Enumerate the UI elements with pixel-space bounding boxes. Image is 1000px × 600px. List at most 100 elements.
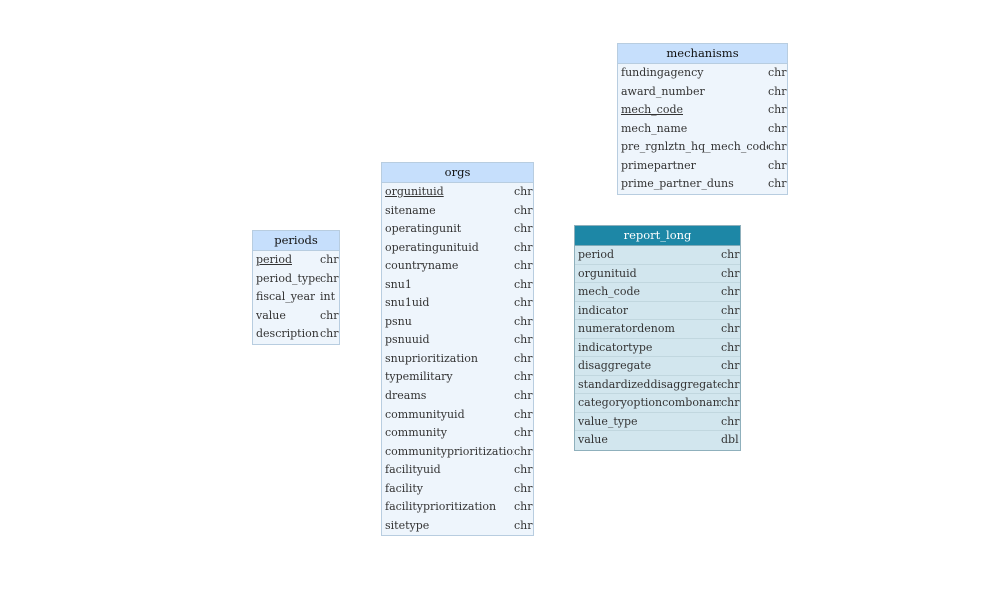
column-name: numeratordenom <box>578 322 675 336</box>
column-name: award_number <box>621 84 705 98</box>
column-type: chr <box>768 177 787 191</box>
column-row[interactable]: dreams chr <box>382 387 533 406</box>
column-type: chr <box>721 359 740 373</box>
column-name: pre_rgnlztn_hq_mech_code <box>621 140 768 154</box>
column-type: chr <box>721 414 740 428</box>
column-type: chr <box>768 140 787 154</box>
column-row[interactable]: period chr <box>253 251 339 270</box>
column-name: value <box>578 433 608 447</box>
column-type: chr <box>514 389 533 403</box>
column-type: int <box>320 290 336 304</box>
column-type: chr <box>721 322 740 336</box>
table-title-report-long[interactable]: report_long <box>575 226 740 246</box>
column-type: chr <box>514 351 533 365</box>
column-type: chr <box>721 285 740 299</box>
table-title-mechanisms[interactable]: mechanisms <box>618 44 787 64</box>
column-type: chr <box>320 271 339 285</box>
column-row[interactable]: value dbl <box>575 431 740 450</box>
column-row[interactable]: orgunituid chr <box>575 265 740 284</box>
table-title-orgs[interactable]: orgs <box>382 163 533 183</box>
column-name: period_type <box>256 271 320 285</box>
column-type: chr <box>768 66 787 79</box>
column-row[interactable]: snu1 chr <box>382 276 533 295</box>
column-name: communityuid <box>385 407 465 421</box>
column-row[interactable]: facility chr <box>382 480 533 499</box>
column-type: chr <box>320 253 339 266</box>
column-name: fiscal_year <box>256 290 316 304</box>
column-name: facility <box>385 481 423 495</box>
column-type: chr <box>721 248 740 261</box>
column-row[interactable]: value_type chr <box>575 413 740 432</box>
column-name: primepartner <box>621 158 696 172</box>
column-type: chr <box>320 308 339 322</box>
column-type: chr <box>768 84 787 98</box>
column-name: standardizeddisaggregate <box>578 377 721 391</box>
column-row[interactable]: prime_partner_duns chr <box>618 175 787 194</box>
column-name: indicatortype <box>578 340 653 354</box>
column-type: chr <box>514 296 533 310</box>
column-name: period <box>578 248 614 261</box>
column-name: prime_partner_duns <box>621 177 734 191</box>
column-type: chr <box>721 303 740 317</box>
column-row[interactable]: numeratordenom chr <box>575 320 740 339</box>
column-row[interactable]: fiscal_year int <box>253 288 339 307</box>
column-row[interactable]: mech_code chr <box>575 283 740 302</box>
column-name: facilityprioritization <box>385 500 497 514</box>
column-type: chr <box>514 481 533 495</box>
column-type: dbl <box>721 433 739 447</box>
column-row[interactable]: value chr <box>253 307 339 326</box>
column-name: psnuuid <box>385 333 430 347</box>
column-type: chr <box>768 103 787 117</box>
column-name: description <box>256 327 319 341</box>
column-name: value_type <box>578 414 638 428</box>
column-type: chr <box>514 277 533 291</box>
column-name: mech_code <box>578 285 641 299</box>
column-name: value <box>256 308 286 322</box>
table-title-periods[interactable]: periods <box>253 231 339 251</box>
column-name: orgunituid <box>578 266 637 280</box>
column-name: snu1 <box>385 277 412 291</box>
column-name: operatingunit <box>385 222 462 236</box>
column-type: chr <box>721 266 740 280</box>
key-column-name: period <box>256 253 292 266</box>
column-row[interactable]: period chr <box>575 246 740 265</box>
column-type: chr <box>514 203 533 217</box>
column-name: psnu <box>385 314 412 328</box>
column-name: dreams <box>385 389 427 403</box>
column-row[interactable]: award_number chr <box>618 83 787 102</box>
